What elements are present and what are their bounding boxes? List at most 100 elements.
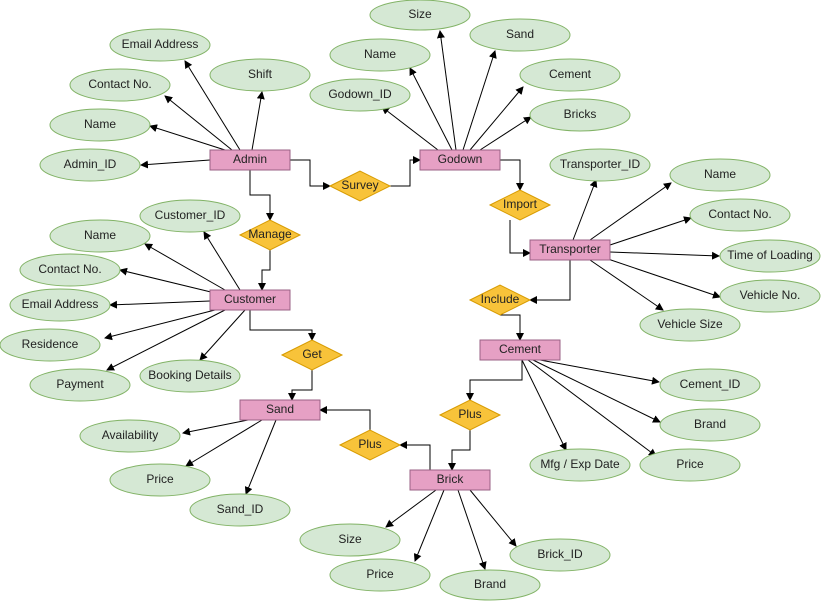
attr-label: Brand — [694, 417, 726, 431]
edge-brick-brand — [457, 489, 487, 570]
attr-label: Residence — [22, 337, 79, 351]
edge-include-cement — [500, 314, 524, 341]
rel-label: Get — [302, 347, 322, 361]
edge-brick-plus — [399, 441, 431, 470]
entity-label: Brick — [437, 472, 465, 486]
edge-godown-bricks — [479, 116, 532, 151]
rel-plus-cement-brick: Plus — [438, 399, 502, 431]
edge-admin-shift — [251, 91, 265, 151]
edge-transporter-loading — [609, 251, 720, 260]
edge-admin-id — [140, 159, 211, 169]
attr-label: Name — [704, 167, 736, 181]
attr-label: Name — [364, 47, 396, 61]
attr-label: Availability — [102, 428, 158, 442]
entity-label: Transporter — [539, 242, 601, 256]
attr-label: Vehicle No. — [740, 288, 801, 302]
attr-customer-booking: Booking Details — [139, 359, 241, 393]
edge-cement-id — [539, 359, 660, 385]
edge-survey-godown — [390, 156, 421, 187]
attr-label: Transporter_ID — [560, 157, 641, 171]
entity-label: Sand — [266, 402, 294, 416]
attr-sand-price: Price — [109, 463, 211, 497]
edge-cement-plus — [466, 360, 523, 401]
edge-transporter-contact — [609, 216, 692, 246]
attr-godown-bricks: Bricks — [529, 98, 631, 132]
edge-godown-import — [500, 159, 524, 191]
edge-get-sand — [288, 370, 313, 401]
edge-transporter-id — [572, 179, 598, 241]
attr-label: Price — [146, 472, 174, 486]
edge-admin-contact — [164, 95, 233, 151]
edge-admin-name — [149, 124, 226, 151]
edge-transporter-name — [589, 182, 672, 241]
rel-plus-brick-sand: Plus — [338, 429, 402, 461]
attr-cement-price: Price — [639, 448, 741, 482]
entity-label: Cement — [499, 342, 542, 356]
entity-cement: Cement — [479, 339, 561, 361]
entity-customer: Customer — [209, 289, 291, 311]
rel-survey: Survey — [328, 170, 392, 202]
attr-godown-size: Size — [369, 0, 471, 31]
attr-transporter-vehicleno: Vehicle No. — [719, 279, 821, 313]
rel-include: Include — [468, 284, 532, 316]
edge-sand-availability — [182, 419, 249, 436]
edge-godown-sand — [462, 50, 497, 151]
edge-manage-customer — [258, 250, 271, 291]
attr-label: Price — [366, 567, 394, 581]
attr-label: Bricks — [564, 107, 597, 121]
rel-manage: Manage — [238, 219, 302, 251]
attr-label: Cement_ID — [680, 377, 741, 391]
rel-label: Survey — [341, 178, 378, 192]
attr-transporter-name: Name — [669, 158, 771, 192]
relationships: Survey Import Manage Include Get Plus Pl… — [238, 170, 552, 461]
edge-import-transporter — [509, 220, 531, 257]
edge-plus-sand — [319, 406, 371, 430]
attr-label: Vehicle Size — [657, 317, 723, 331]
entity-label: Customer — [224, 292, 276, 306]
edge-customer-contact — [119, 267, 216, 294]
attr-godown-name: Name — [329, 38, 431, 72]
attr-customer-payment: Payment — [29, 368, 131, 402]
attr-label: Email Address — [122, 37, 199, 51]
attr-admin-shift: Shift — [209, 58, 311, 92]
edge-brick-id — [469, 489, 517, 547]
edge-transporter-vehiclesize — [589, 259, 664, 311]
attr-transporter-id: Transporter_ID — [549, 148, 651, 182]
edge-customer-name — [144, 243, 226, 291]
attr-label: Customer_ID — [155, 208, 226, 222]
attr-brick-brand: Brand — [439, 569, 541, 601]
attr-godown-id: Godown_ID — [309, 78, 411, 112]
rel-import: Import — [488, 189, 552, 221]
attr-customer-contact: Contact No. — [19, 253, 121, 287]
attr-admin-email: Email Address — [109, 28, 211, 62]
edge-admin-survey — [290, 159, 331, 190]
entity-label: Godown — [438, 152, 483, 166]
edge-customer-email — [109, 300, 211, 309]
entity-admin: Admin — [209, 149, 291, 171]
attr-label: Email Address — [22, 297, 99, 311]
entity-godown: Godown — [419, 149, 501, 171]
attr-brick-id: Brick_ID — [509, 538, 611, 572]
attr-label: Contact No. — [88, 77, 151, 91]
attr-label: Shift — [248, 67, 273, 81]
edge-godown-name — [409, 67, 453, 151]
attr-label: Name — [84, 228, 116, 242]
attr-label: Admin_ID — [64, 157, 117, 171]
attr-transporter-loading: Time of Loading — [719, 239, 821, 273]
entity-sand: Sand — [239, 399, 321, 421]
entity-transporter: Transporter — [529, 239, 611, 261]
attr-label: Payment — [56, 377, 104, 391]
edge-sand-id — [244, 419, 277, 495]
edge-godown-cement — [469, 86, 524, 151]
attr-label: Booking Details — [148, 368, 231, 382]
attr-customer-email: Email Address — [9, 288, 111, 322]
entities: Admin Godown Transporter Customer Cement… — [209, 149, 611, 491]
rel-get: Get — [280, 339, 344, 371]
edge-customer-id — [203, 231, 241, 291]
edge-transporter-vehicleno — [604, 257, 721, 299]
attr-admin-contact: Contact No. — [69, 68, 171, 102]
edge-customer-booking — [199, 309, 246, 361]
attr-sand-id: Sand_ID — [189, 493, 291, 527]
attr-label: Size — [338, 532, 362, 546]
